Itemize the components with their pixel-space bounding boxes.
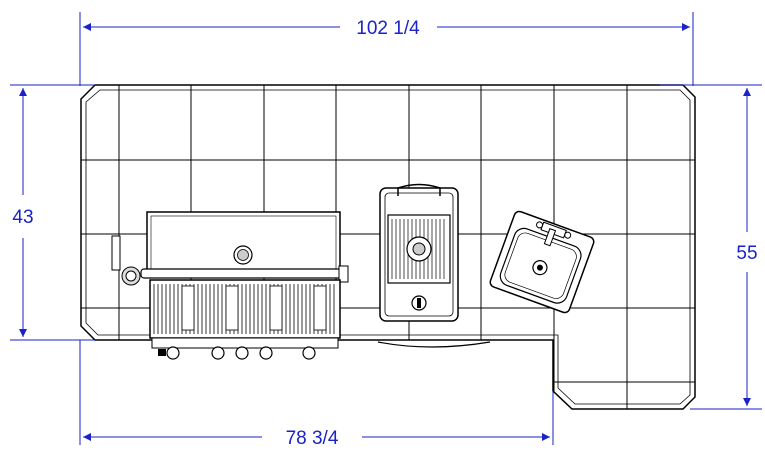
faucet-icon[interactable] <box>531 220 572 251</box>
side-burner <box>377 183 491 348</box>
burner-grate <box>391 219 445 279</box>
knob-icon[interactable] <box>211 346 225 360</box>
dimension-left-depth: 43 <box>12 207 33 228</box>
grill <box>111 211 349 360</box>
dimension-top-width: 102 1/4 <box>356 18 420 39</box>
sink <box>489 210 595 314</box>
knob-icon[interactable] <box>302 346 316 360</box>
grill-grates <box>153 284 335 334</box>
dimension-lines <box>10 12 762 445</box>
dimension-bottom-width: 78 3/4 <box>286 428 339 449</box>
dimension-labels: 102 1/4 43 55 78 3/4 <box>12 18 757 449</box>
knob-icon[interactable] <box>166 346 180 360</box>
knob-icon[interactable] <box>235 346 249 360</box>
knob-icon[interactable] <box>259 346 273 360</box>
grill-knobs <box>158 346 316 360</box>
dimension-right-depth: 55 <box>736 243 757 264</box>
